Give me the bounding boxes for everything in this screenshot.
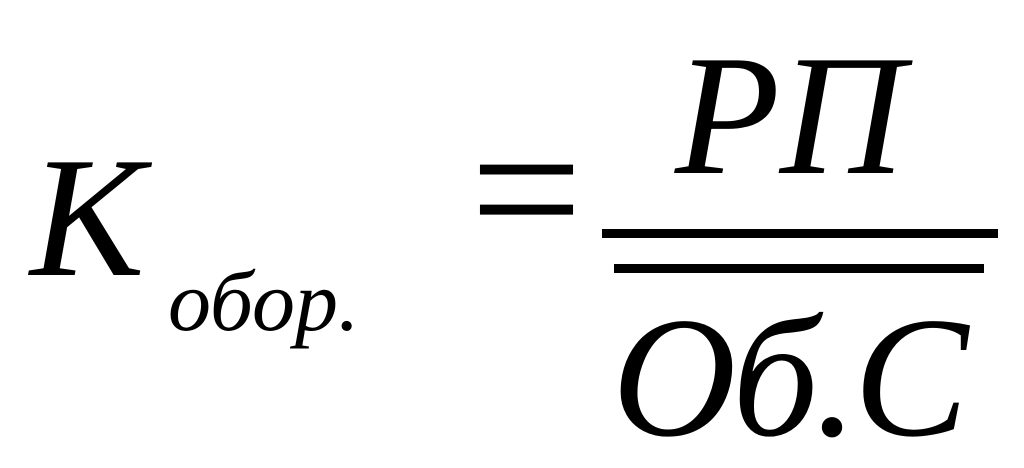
coefficient-symbol: K: [30, 123, 145, 313]
fraction-bar-top: [602, 229, 998, 238]
fraction-denominator: Об.С: [612, 283, 968, 468]
fraction-bar-bottom: [614, 264, 984, 273]
coefficient-subscript: обор.: [168, 253, 360, 349]
fraction-numerator: РП: [675, 21, 905, 211]
equals-sign: =: [470, 79, 583, 300]
